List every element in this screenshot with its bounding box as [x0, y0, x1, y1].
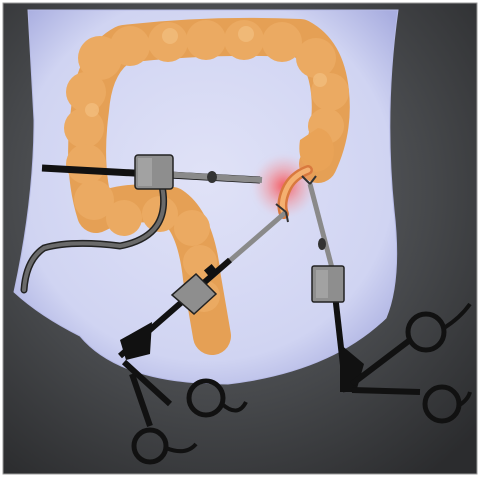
- trocar-port-right: [312, 266, 344, 302]
- trocar-port-camera: [135, 155, 173, 189]
- inflamed-appendix: [252, 154, 316, 218]
